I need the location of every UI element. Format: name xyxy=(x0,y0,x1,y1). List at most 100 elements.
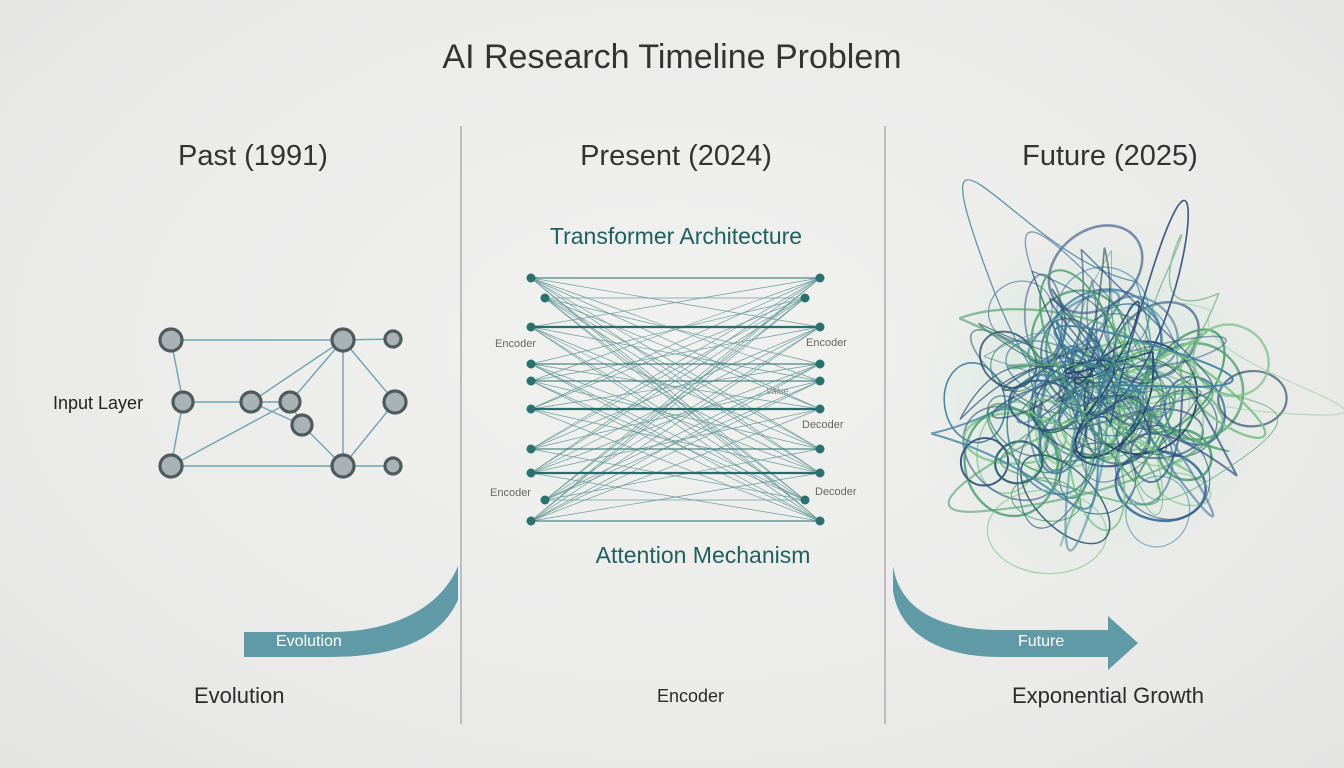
input-layer-label: Input Layer xyxy=(53,393,144,413)
past-node xyxy=(383,329,403,349)
attention-line xyxy=(544,297,821,365)
cluster-strand xyxy=(1039,269,1176,483)
past-node xyxy=(239,390,263,414)
decoder-right-label-2: Decoder xyxy=(815,486,857,498)
encoder-left-label-2: Encoder xyxy=(490,487,531,499)
attention-line xyxy=(530,297,806,450)
transformer-node xyxy=(540,495,550,505)
divider-right xyxy=(884,126,886,724)
attention-line xyxy=(530,363,821,474)
attention-line xyxy=(530,277,821,474)
attention-line xyxy=(530,380,821,450)
transformer-node xyxy=(800,495,810,505)
transformer-node xyxy=(526,273,536,283)
transformer-node xyxy=(526,404,536,414)
cluster-strand xyxy=(983,332,1151,411)
cluster-loop xyxy=(1010,477,1082,522)
past-node xyxy=(330,453,356,479)
future-arrow xyxy=(893,566,1138,670)
transformer-node xyxy=(526,359,536,369)
past-edge xyxy=(342,401,396,467)
cluster-strand xyxy=(1110,306,1279,501)
attention-line xyxy=(530,326,821,522)
transformer-node xyxy=(815,468,825,478)
transformer-node xyxy=(815,444,825,454)
cluster-loop xyxy=(1192,323,1270,398)
cluster-loop xyxy=(1217,369,1288,428)
cluster-strand xyxy=(1049,297,1117,416)
past-caption: Evolution xyxy=(194,683,285,708)
transformer-node xyxy=(526,468,536,478)
attention-line xyxy=(530,380,821,522)
attention-line xyxy=(530,297,806,410)
cluster-loop xyxy=(1125,475,1191,548)
attention-line xyxy=(544,448,821,501)
cluster-loop xyxy=(963,407,1059,518)
attention-line xyxy=(530,363,821,522)
future-heading: Future (2025) xyxy=(1022,140,1198,172)
cluster-strand xyxy=(958,308,1143,370)
past-node xyxy=(330,327,356,353)
diagram-title: AI Research Timeline Problem xyxy=(442,38,902,76)
attention-line xyxy=(544,297,821,450)
cluster-strand xyxy=(1063,350,1155,459)
cluster-strand xyxy=(1059,410,1163,547)
cluster-loop xyxy=(1114,449,1207,523)
transformer-node xyxy=(815,376,825,386)
attention-line xyxy=(530,408,821,474)
past-node xyxy=(290,413,314,437)
transformer-node xyxy=(815,322,825,332)
transformer-node xyxy=(815,273,825,283)
past-node xyxy=(383,456,403,476)
attention-line xyxy=(530,363,821,410)
cluster-loop xyxy=(1023,273,1064,360)
past-heading: Past (1991) xyxy=(178,140,328,172)
evolution-arrow-label: Evolution xyxy=(276,633,342,650)
attention-line xyxy=(544,326,821,501)
cluster-strand xyxy=(1123,302,1344,416)
attention-line xyxy=(530,277,821,328)
present-heading: Present (2024) xyxy=(580,140,772,172)
attention-line xyxy=(544,380,821,501)
attention-line xyxy=(530,326,821,382)
cluster-strand xyxy=(1099,349,1196,440)
cluster-loop xyxy=(994,440,1044,485)
transformer-node xyxy=(526,322,536,332)
attention-line xyxy=(530,408,821,522)
cluster-loop xyxy=(1020,454,1111,545)
cluster-loop xyxy=(986,489,1108,575)
attention-line xyxy=(544,277,821,501)
past-edge xyxy=(289,339,344,403)
cluster-strand xyxy=(977,322,1127,384)
cluster-loop xyxy=(987,395,1049,457)
past-edge xyxy=(342,339,396,403)
attention-mechanism-label: Attention Mechanism xyxy=(595,542,811,568)
attention-line xyxy=(544,297,821,410)
future-arrow-label: Future xyxy=(1018,633,1065,650)
transformer-node xyxy=(540,293,550,303)
transformer-node xyxy=(815,516,825,526)
encoder-right-label: Encoder xyxy=(806,337,847,349)
cluster-strand xyxy=(947,392,1224,513)
attention-line xyxy=(530,277,821,410)
attention-line xyxy=(530,363,806,501)
transformer-node xyxy=(815,359,825,369)
attention-line xyxy=(530,277,821,522)
transformer-node xyxy=(526,516,536,526)
past-edge xyxy=(250,339,344,403)
transformer-architecture-label: Transformer Architecture xyxy=(549,223,803,249)
divider-left xyxy=(460,126,462,724)
past-node xyxy=(382,389,408,415)
past-node xyxy=(158,453,184,479)
past-edge xyxy=(170,401,291,467)
cluster-strand xyxy=(1143,234,1220,378)
cluster-strand xyxy=(1077,330,1267,439)
cluster-strand xyxy=(1053,325,1234,395)
attention-line xyxy=(530,297,806,365)
attention-line xyxy=(530,448,806,501)
decoder-right-label-1: Decoder xyxy=(802,419,844,431)
cluster-loop xyxy=(943,362,1007,444)
attention-line xyxy=(530,472,821,522)
value-label: Value xyxy=(766,386,789,396)
